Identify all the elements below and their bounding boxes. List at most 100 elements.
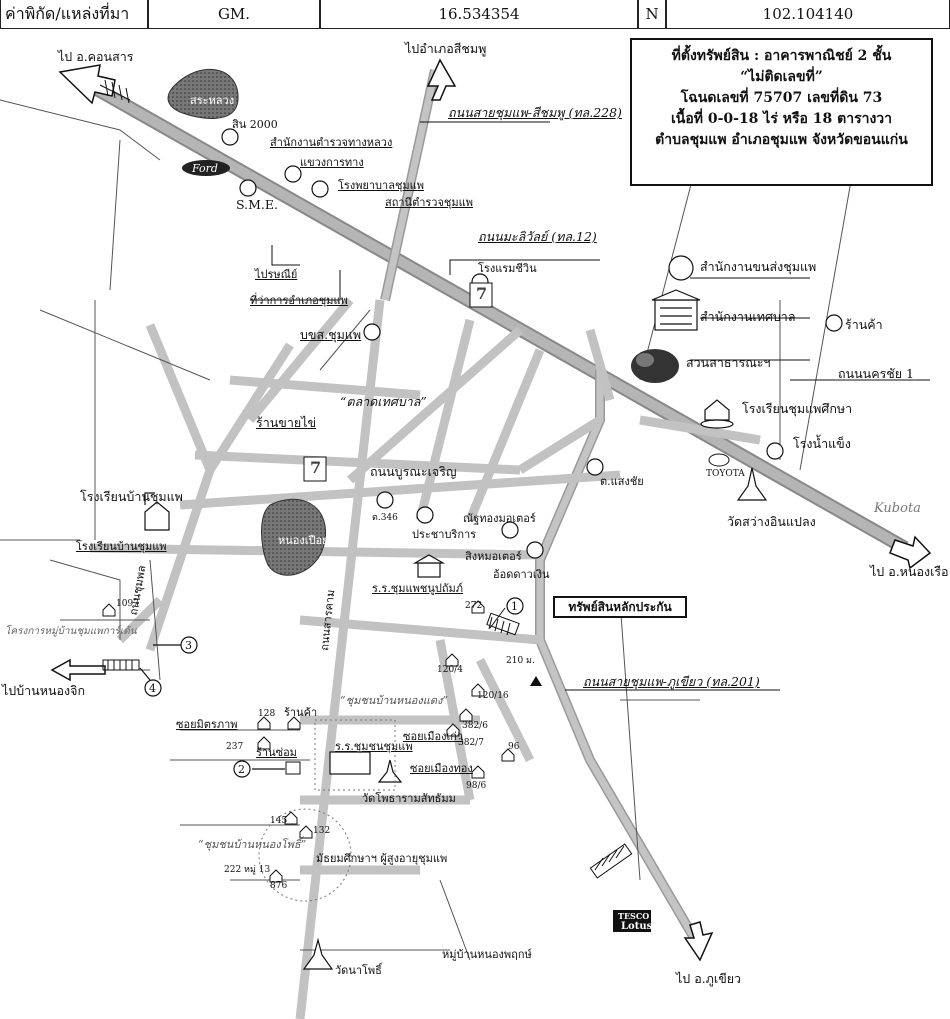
highway-201 — [535, 370, 705, 951]
hotel-label: โรงแรมชีวิน — [478, 262, 537, 275]
numbered-markers — [139, 597, 524, 778]
school-chumchon-label: ร.ร.ชุมชนชุมแพ — [335, 740, 413, 753]
village-project-label: โครงการหมู่บ้านชุมแพการ์เด้น — [5, 626, 137, 637]
header-longitude: 102.104140 — [666, 0, 950, 29]
location-map — [0, 58, 932, 1019]
school-buildings — [144, 289, 734, 775]
prachabborikan-label: ประชาบริการ — [412, 528, 477, 541]
direction-phu-khiao: ไป อ.ภูเขียว — [676, 971, 742, 986]
soi-a-label: ซอยเมืองเก่า — [403, 730, 464, 743]
direction-ban-nong-chik: ไปบ้านหนองจิก — [2, 683, 86, 698]
area-circles — [258, 719, 396, 902]
highway-police-label: สำนักงานตำรวจทางหลวง — [270, 136, 393, 149]
tokaeng-label: ต.แสงชัย — [600, 475, 644, 488]
secondary-roads — [89, 297, 761, 1019]
header-label: ค่าพิกัด/แหล่งที่มา — [0, 0, 148, 29]
sin2000-label: สิน 2000 — [232, 118, 278, 131]
hospital-label: โรงพยาบาลชุมแพ — [338, 179, 425, 192]
egg-shop-label: ร้านขายไข่ — [256, 415, 316, 430]
h120-4-label: 120/4 — [437, 665, 463, 675]
saeng-dao-ngoen-label: อ้อดดาวเงิน — [493, 568, 550, 581]
road-burana-label: ถนนบูรณะเจริญ — [370, 464, 457, 479]
coordinate-header: ค่าพิกัด/แหล่งที่มา GM. 16.534354 N 102.… — [0, 0, 950, 30]
direction-nong-ruea: ไป อ.หนองเรือ — [870, 564, 949, 579]
h382-6-label: 382/6 — [462, 721, 488, 731]
post-office-label: ไปรษณีย์ — [255, 268, 298, 281]
toyota-label: TOYOTA — [706, 469, 745, 479]
header-source: GM. — [148, 0, 320, 29]
h222-label: 222 หมู่ 13 — [224, 865, 271, 875]
marker-1-label: 1 — [511, 600, 518, 613]
arrow-phu-khiao — [683, 921, 714, 962]
asset-label-box: ทรัพย์สินหลักประกัน — [553, 596, 687, 618]
sra-luang-label: สระหลวง — [190, 94, 235, 107]
tesco-lotus-logo — [613, 910, 651, 932]
seven-eleven-south-label: 7 — [310, 458, 322, 477]
school-ban-chumphae-label: โรงเรียนบ้านชุมแพ — [80, 489, 183, 504]
singmotor-label: สิงหมอเตอร์ — [465, 550, 522, 563]
property-info-box: ที่ตั้งทรัพย์สิน : อาคารพาณิชย์ 2 ชั้น “… — [630, 38, 933, 186]
nong-pueai-label: หนองเปือย — [278, 534, 329, 547]
h96-label: 96 — [508, 742, 520, 752]
direction-si-chomphu: ไปอำเภอสีชมพู — [405, 41, 487, 56]
arrow-si-chomphu — [426, 58, 457, 101]
info-line-2: “ไม่ติดเลขที่” — [740, 69, 823, 85]
hatched-segments — [99, 79, 633, 879]
community-nongdaeng-label: “ชุมชนบ้านหนองแดง” — [340, 694, 448, 707]
highway-228 — [380, 68, 440, 302]
marker-2-label: 2 — [238, 763, 245, 776]
house-markers — [102, 600, 515, 883]
road-12-label: ถนนมะลิวัลย์ (ทล.12) — [478, 229, 597, 244]
arrow-nong-chik — [50, 658, 106, 682]
nathong-motor-label: ณัฐทองมอเตอร์ — [463, 512, 536, 525]
h132-label: 132 — [313, 826, 331, 836]
chumphae-suksa-label: โรงเรียนชุมแพศึกษา — [742, 401, 853, 416]
village-nong-ruea-label: หมู่บ้านหนองพฤกษ์ — [442, 948, 532, 961]
wat-sawang-label: วัดสว่างอินแปลง — [727, 514, 816, 529]
h237-label: 237 — [226, 742, 244, 752]
soi-mittraphap-label: ซอยมิตรภาพ — [176, 718, 238, 731]
nong-pueai-lake — [261, 498, 327, 576]
h120-16-label: 120/16 — [477, 691, 509, 701]
n272-label: 272 — [465, 601, 483, 611]
road-201-label: ถนนสายชุมแพ-ภูเขียว (ทล.201) — [583, 674, 760, 689]
wat-nongpho-label: วัดนาโพธิ์ — [335, 964, 382, 977]
h98-6-label: 98/6 — [466, 781, 487, 791]
kubota-label: Kubota — [874, 501, 921, 516]
info-line-3: โฉนดเลขที่ 75707 เลขที่ดิน 73 — [680, 90, 883, 106]
shop-ne-label: ร้านค้า — [845, 317, 883, 332]
sme-label: S.M.E. — [236, 197, 278, 212]
school-ban-chumphae2-label: โรงเรียนบ้านชุมแพ — [76, 540, 167, 553]
marker-3-label: 3 — [185, 639, 192, 652]
highway-12 — [91, 81, 909, 555]
info-line-4: เนื้อที่ 0-0-18 ไร่ หรือ 18 ตารางวา — [670, 111, 893, 127]
tesco-label: TESCO — [618, 911, 650, 921]
wat-photharam-label: วัดโพธารามสัทธัมม — [362, 792, 456, 805]
toyota-logo — [708, 453, 730, 467]
ford-logo — [182, 160, 230, 176]
soi-b-label: ซอยเมืองทอง — [410, 762, 473, 775]
elderly-school-label: มัธยมศึกษาฯ ผู้สูงอายุชุมแพ — [316, 852, 448, 865]
mitsubishi-logo — [530, 676, 542, 686]
district-office-label: ที่ว่าการอำเภอชุมแพ — [250, 294, 348, 307]
marker-4-label: 4 — [149, 682, 156, 695]
place-markers — [221, 128, 843, 559]
distance-210-label: 210 ม. — [506, 656, 535, 666]
highway-district-label: แขวงการทาง — [300, 156, 364, 169]
seven-eleven-north-label: 7 — [476, 284, 488, 303]
lotus-label: Lotus — [621, 921, 653, 932]
road-228-label: ถนนสายชุมแพ-สีชมพู (ทล.228) — [448, 105, 622, 120]
school-pracha-label: ร.ร.ชุมแพชนูปถัมภ์ — [372, 582, 463, 595]
park-label: สวนสาธารณะฯ — [686, 355, 771, 370]
repair-shop-label: ร้านซ่อม — [256, 746, 297, 759]
info-line-5: ตำบลชุมแพ อำเภอชุมแพ จังหวัดขอนแก่น — [655, 132, 908, 148]
h128-label: 128 — [258, 709, 276, 719]
arrow-nong-ruea — [889, 535, 932, 570]
asset-pointer — [489, 607, 506, 629]
header-latitude: 16.534354 — [320, 0, 638, 29]
header-hemisphere: N — [638, 0, 666, 29]
pointer-lines — [250, 121, 930, 691]
direction-khon-san: ไป อ.คอนสาร — [58, 49, 134, 64]
ford-label: Ford — [192, 162, 218, 175]
bks-label: บขส.ชุมแพ — [300, 327, 362, 342]
